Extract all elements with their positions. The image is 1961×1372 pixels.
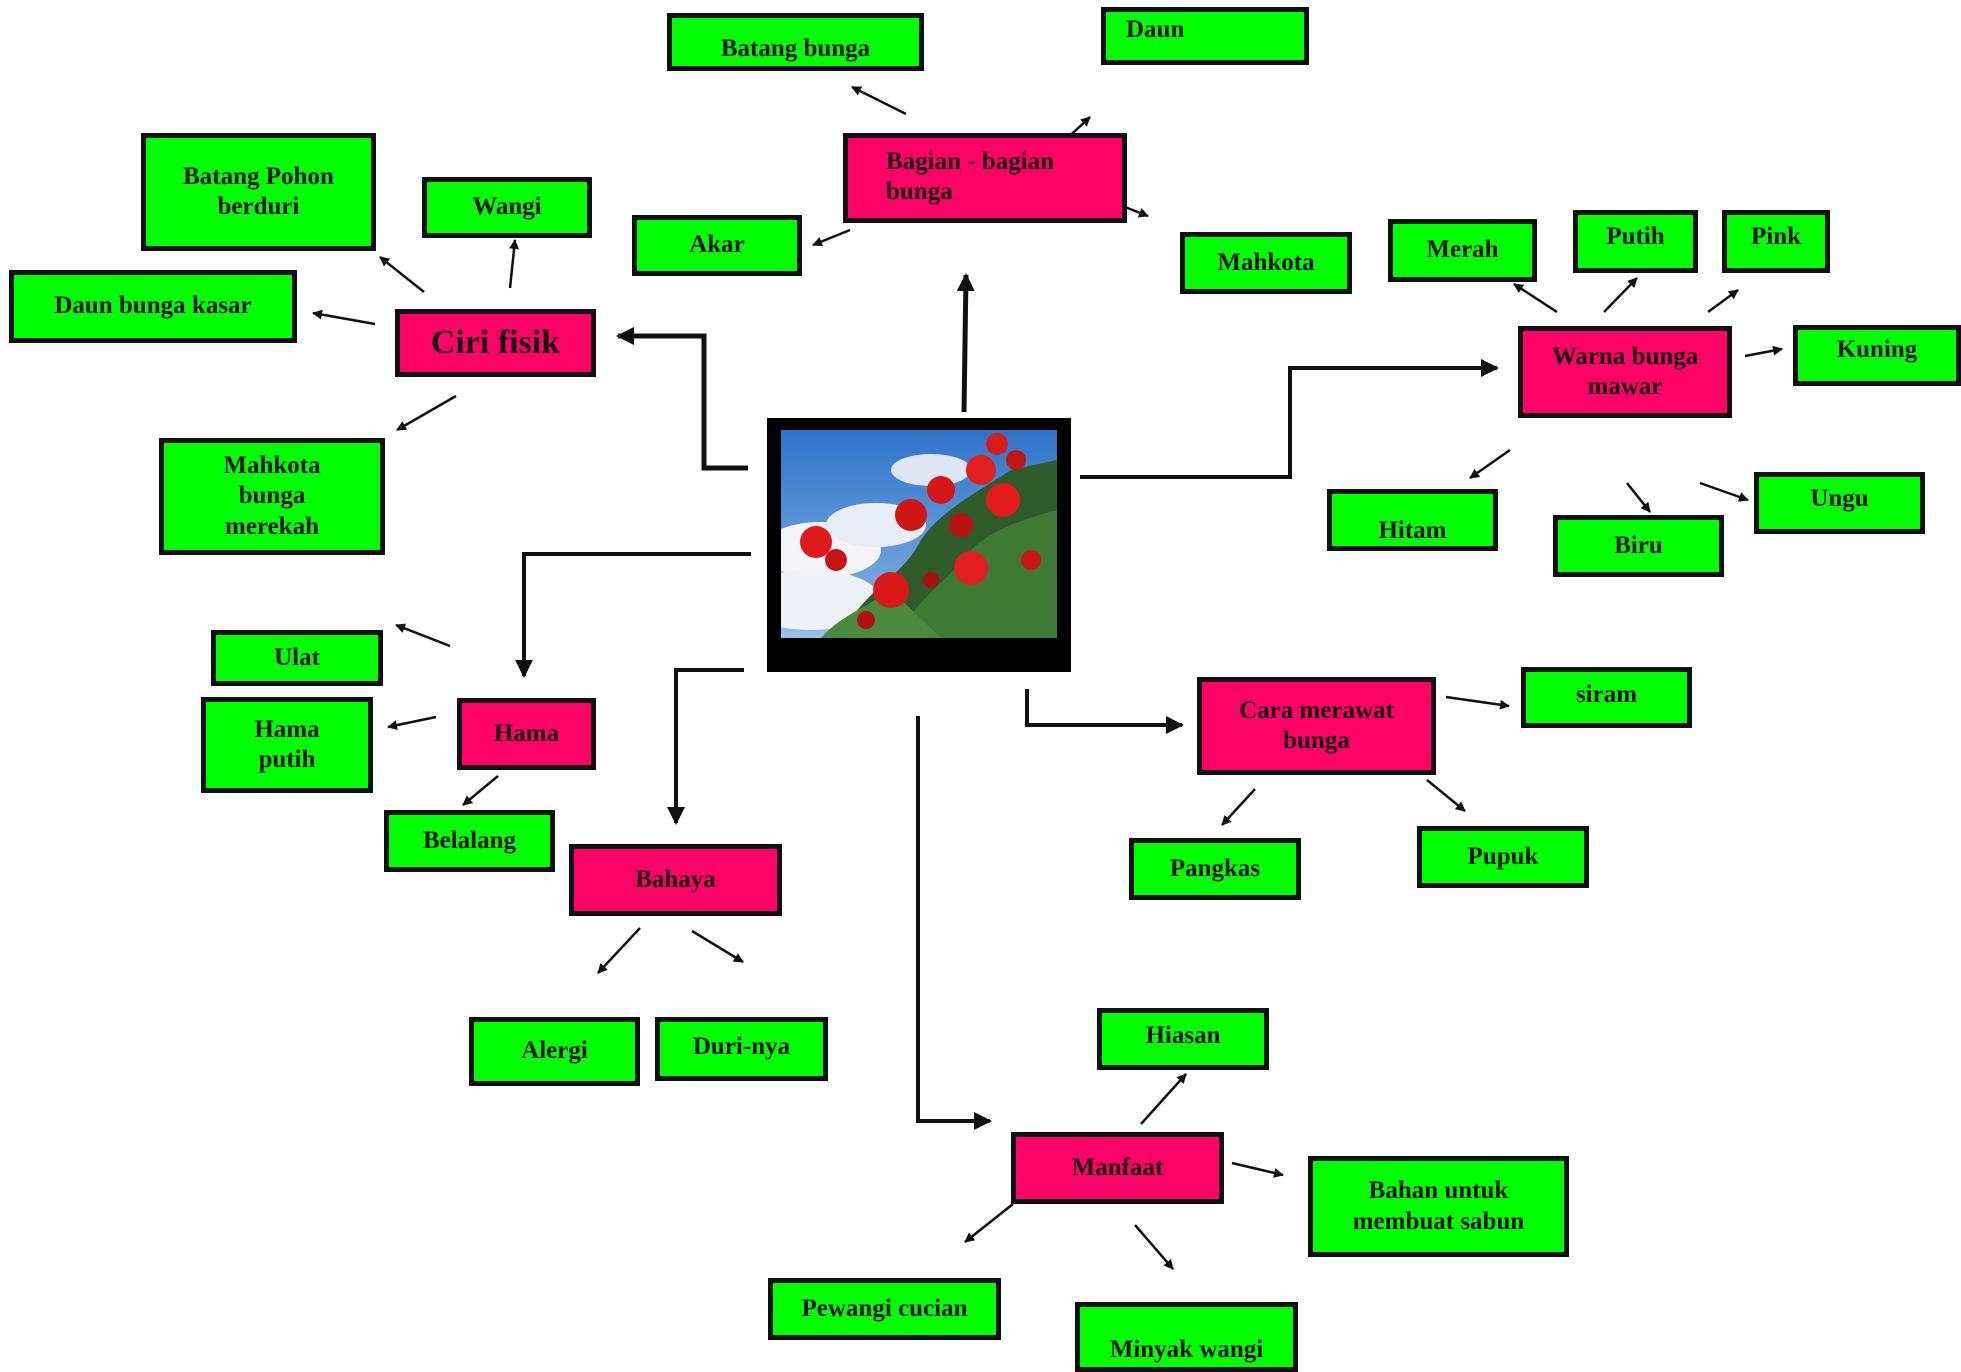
connector-to-bagian-bunga [956, 273, 975, 413]
arrow-to-merah [1513, 282, 1558, 314]
arrow-to-ungu [1699, 481, 1749, 502]
topic-hama: Hama [457, 698, 596, 770]
arrow-to-batang-bunga [851, 85, 907, 116]
arrow-to-pewangi [964, 1203, 1014, 1243]
connector-to-warna [1080, 359, 1499, 479]
leaf-daun-bunga-kasar: Daun bunga kasar [9, 270, 297, 343]
leaf-batang-bunga: Batang bunga [667, 13, 924, 71]
leaf-hama-putih: Hama putih [201, 697, 373, 793]
arrow-to-hama-putih [387, 715, 437, 731]
leaf-biru: Biru [1553, 515, 1724, 577]
connector-to-bahaya [667, 668, 744, 825]
leaf-pewangi-cucian: Pewangi cucian [768, 1278, 1001, 1340]
leaf-duri-nya: Duri-nya [655, 1017, 828, 1081]
arrow-to-hitam [1469, 448, 1511, 480]
leaf-wangi: Wangi [422, 177, 592, 238]
leaf-akar: Akar [632, 215, 802, 276]
leaf-pupuk: Pupuk [1417, 826, 1589, 888]
arrow-to-biru [1626, 482, 1651, 513]
leaf-hitam: Hitam [1327, 489, 1498, 551]
topic-manfaat: Manfaat [1011, 1132, 1224, 1204]
arrow-to-pink [1707, 288, 1739, 314]
topic-ciri-fisik: Ciri fisik [395, 309, 596, 377]
arrow-to-belalang [462, 775, 499, 806]
arrow-to-minyak [1134, 1224, 1174, 1270]
arrow-to-hiasan [1140, 1073, 1187, 1125]
leaf-hiasan: Hiasan [1097, 1008, 1269, 1070]
arrow-to-kuning [1744, 345, 1783, 358]
arrow-to-wangi [508, 239, 520, 289]
topic-bagian-bunga: Bagian - bagian bunga [843, 133, 1127, 223]
arrow-to-batang-pohon [379, 256, 425, 293]
topic-cara-merawat: Cara merawat bunga [1197, 677, 1436, 775]
leaf-batang-pohon-berduri: Batang Pohon berduri [141, 133, 376, 251]
leaf-merah: Merah [1388, 219, 1537, 282]
arrow-to-alergi [597, 927, 641, 974]
leaf-ungu: Ungu [1754, 472, 1925, 534]
arrow-to-daun-kasar [312, 309, 376, 326]
arrow-to-duri [691, 929, 744, 964]
arrow-to-pupuk [1426, 779, 1466, 812]
connector-to-ciri-fisik [616, 327, 748, 471]
leaf-ulat: Ulat [211, 630, 383, 686]
connector-to-manfaat [916, 716, 992, 1130]
leaf-kuning: Kuning [1793, 325, 1961, 386]
connector-to-cara-merawat [1025, 689, 1184, 734]
leaf-putih: Putih [1573, 210, 1698, 273]
leaf-pangkas: Pangkas [1129, 838, 1301, 900]
leaf-mahkota-bunga-merekah: Mahkota bunga merekah [159, 438, 385, 555]
topic-bahaya: Bahaya [569, 844, 782, 916]
leaf-siram: siram [1521, 667, 1692, 728]
arrow-to-siram [1445, 695, 1510, 710]
leaf-mahkota: Mahkota [1180, 232, 1352, 294]
arrow-to-pangkas [1221, 788, 1256, 826]
topic-warna-bunga: Warna bunga mawar [1518, 326, 1732, 418]
leaf-belalang: Belalang [384, 810, 555, 872]
rose-photo [767, 418, 1071, 672]
arrow-to-akar [812, 228, 851, 247]
arrow-to-mahkota-merekah [396, 394, 457, 432]
connector-to-hama [515, 552, 751, 678]
leaf-bahan-sabun: Bahan untuk membuat sabun [1308, 1156, 1569, 1257]
arrow-to-ulat [395, 623, 451, 648]
leaf-alergi: Alergi [469, 1017, 640, 1086]
rose-photo-image [781, 430, 1057, 638]
arrow-to-putih [1603, 277, 1638, 313]
leaf-pink: Pink [1722, 210, 1830, 273]
leaf-daun: Daun [1101, 7, 1309, 65]
leaf-minyak-wangi: Minyak wangi [1075, 1302, 1298, 1372]
arrow-to-sabun [1231, 1161, 1284, 1178]
